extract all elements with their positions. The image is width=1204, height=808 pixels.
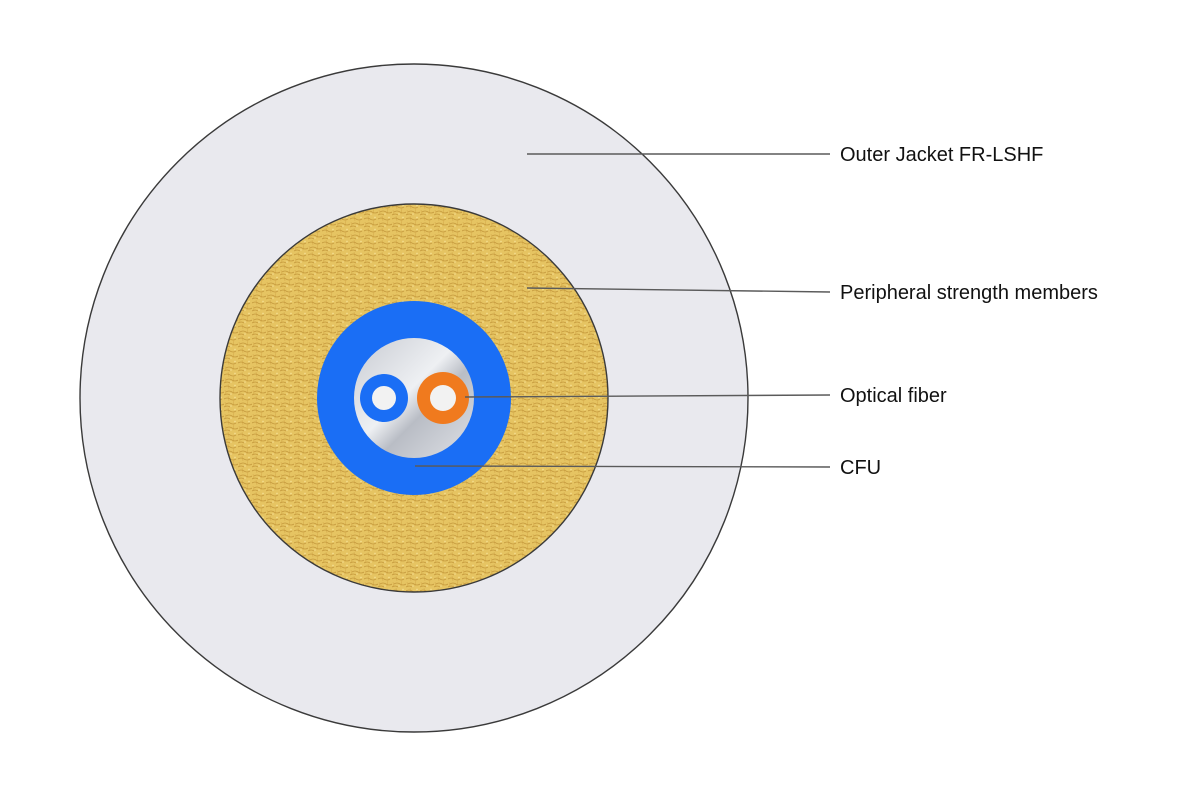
label-optical-fiber: Optical fiber <box>840 385 947 407</box>
leader-line-strength-members <box>526 287 831 293</box>
leader-line-optical-fiber <box>464 394 831 398</box>
optical-fiber-orange <box>417 372 469 424</box>
label-cfu: CFU <box>840 457 881 479</box>
label-outer-jacket: Outer Jacket FR-LSHF <box>840 144 1043 166</box>
leader-line-cfu <box>414 465 831 468</box>
optical-fiber-blue <box>360 374 408 422</box>
cfu-core-circle <box>354 338 474 458</box>
label-strength-members: Peripheral strength members <box>840 282 1098 304</box>
